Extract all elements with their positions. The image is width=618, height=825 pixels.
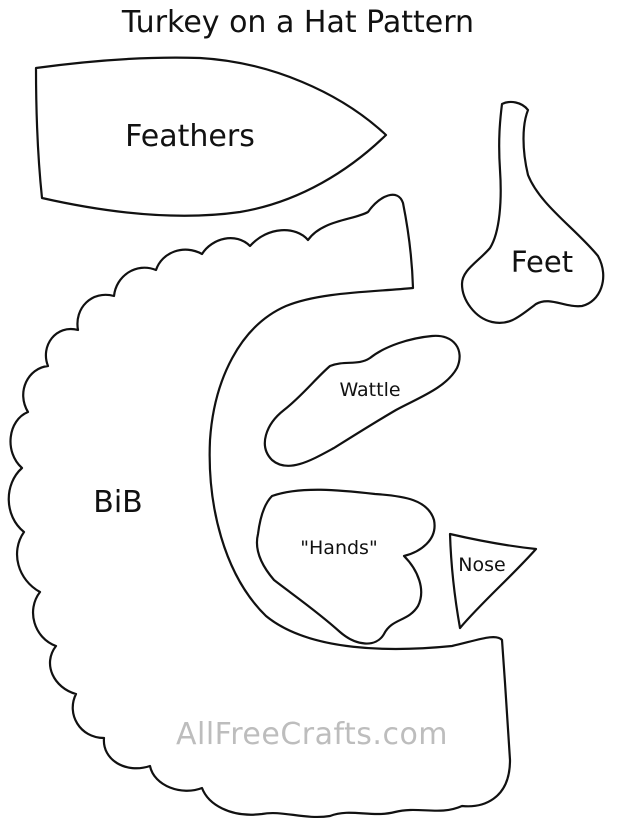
feathers-label: Feathers [125,119,255,154]
feathers-shape [34,56,388,217]
watermark-text: AllFreeCrafts.com [176,717,448,752]
wattle-shape [263,334,461,467]
nose-label: Nose [458,554,505,576]
wattle-label: Wattle [339,379,400,401]
hands-shape [255,488,436,645]
feet-label: Feet [511,245,573,279]
hands-label: "Hands" [300,537,377,559]
pattern-title: Turkey on a Hat Pattern [121,5,474,40]
nose-shape [448,532,538,630]
feet-shape [460,100,605,324]
bib-shape [7,193,512,818]
bib-label: BiB [93,485,143,520]
